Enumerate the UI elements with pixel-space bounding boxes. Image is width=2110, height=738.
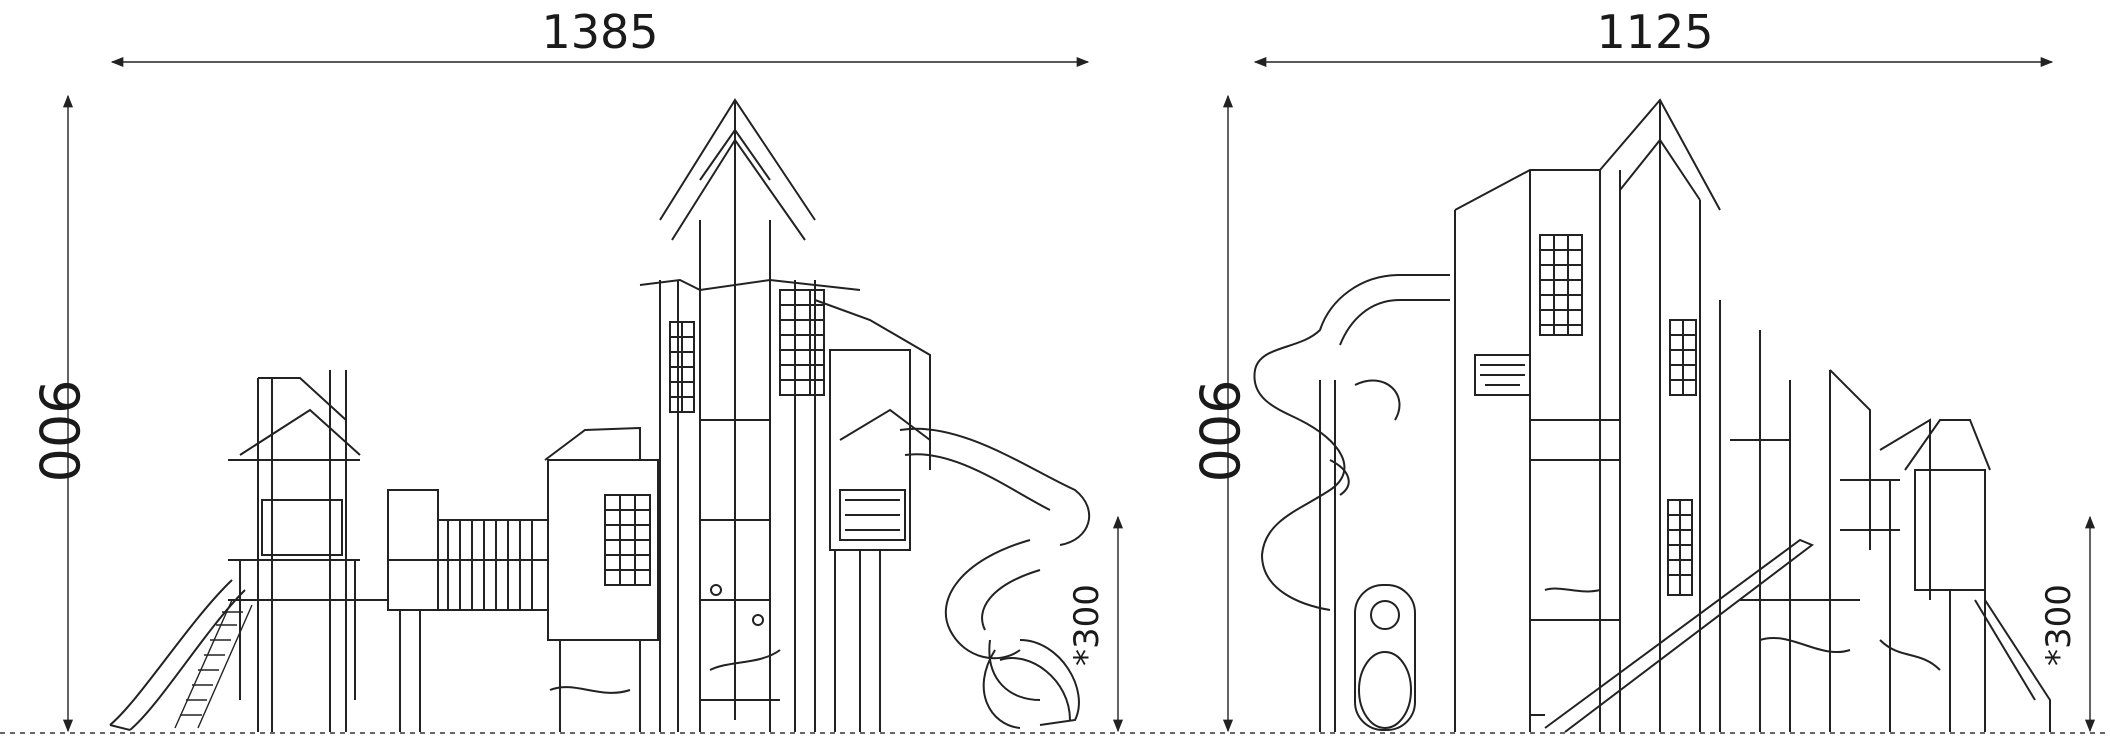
spiral-slide [899, 427, 1091, 729]
straight-slide [1530, 538, 1814, 733]
playground-central-tower [639, 98, 861, 732]
view-2: 1125 900 *300 [1187, 5, 2096, 733]
playground-right-mid-tower [814, 299, 931, 732]
playground-left-tower [228, 370, 361, 732]
height-label: 900 [1187, 379, 1250, 482]
playground-main-tower [1454, 98, 1721, 732]
fall-height-label: *300 [2039, 584, 2079, 666]
playground-right-towers [1719, 300, 2051, 732]
fall-height-label: *300 [1067, 584, 1107, 666]
width-label: 1385 [541, 5, 658, 59]
entry-tube [1319, 380, 1416, 732]
left-ladder [174, 599, 253, 729]
view-1: 1385 900 *300 [27, 5, 1124, 733]
tunnel-bridge [360, 489, 549, 732]
width-label: 1125 [1596, 5, 1713, 59]
playground-mid-tower [544, 426, 659, 732]
spiral-slide-left [1253, 274, 1450, 611]
left-slide [109, 579, 246, 731]
height-label: 900 [27, 379, 90, 482]
